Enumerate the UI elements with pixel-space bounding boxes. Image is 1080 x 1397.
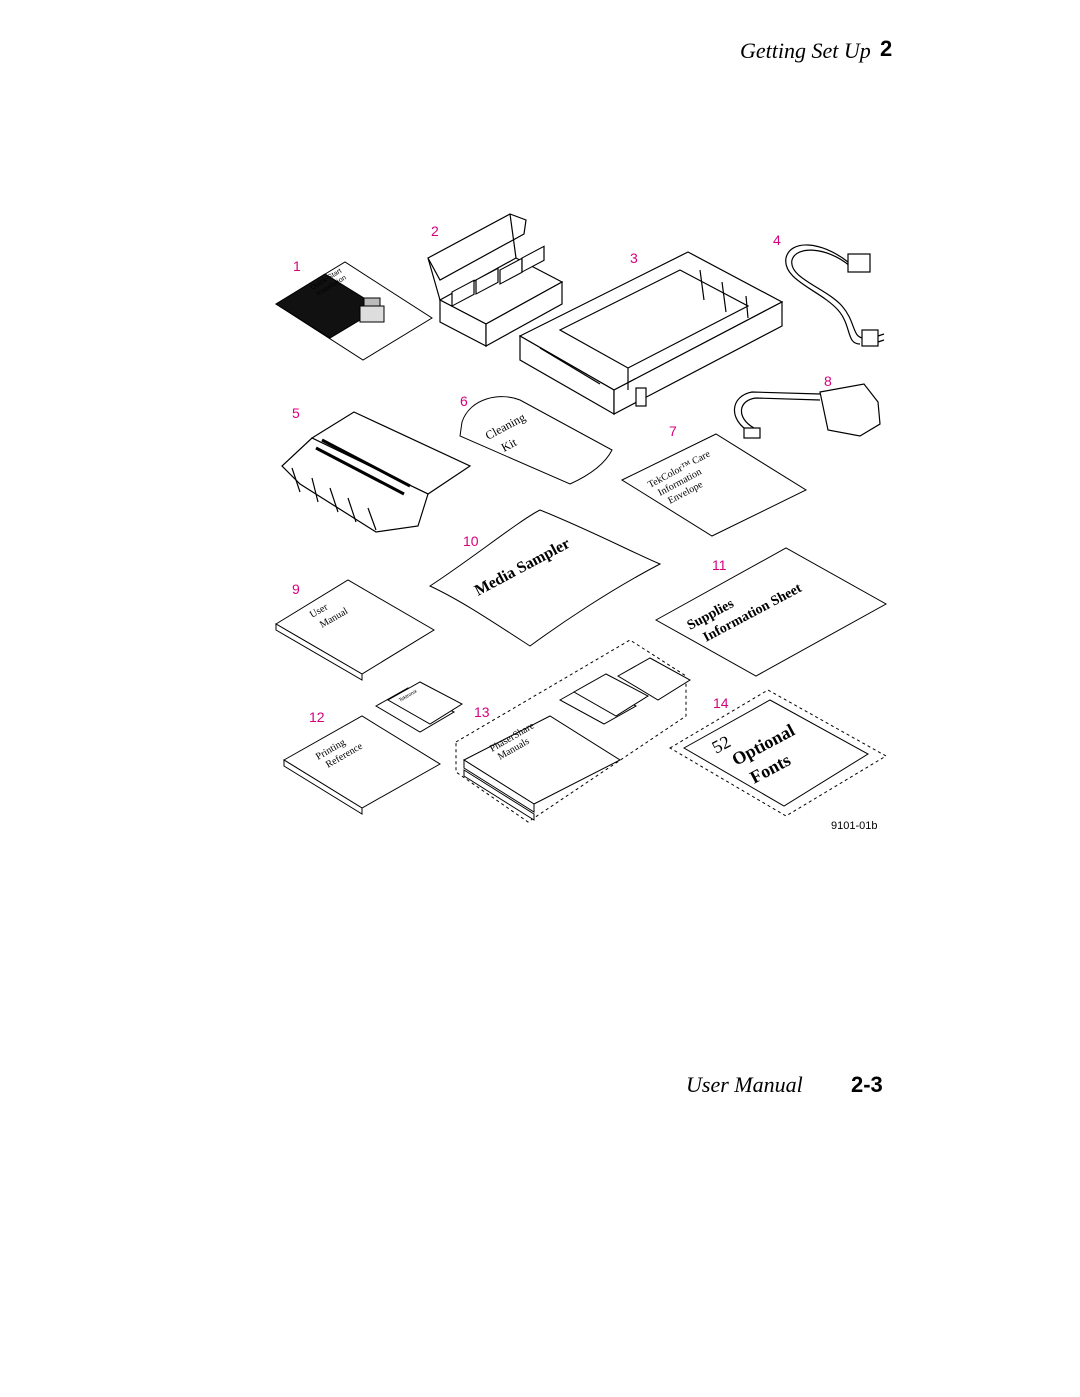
callout-numbers: 1 2 3 4 5 6 7 8 9 10 11 12 13 14 xyxy=(292,223,832,725)
callout-3: 3 xyxy=(630,250,638,266)
callout-14: 14 xyxy=(713,695,729,711)
media-sampler: Media Sampler xyxy=(428,509,662,647)
disks-12: Tektronix xyxy=(374,681,464,733)
power-cord xyxy=(785,244,885,347)
care-envelope: TekColor™ Care Information Envelope xyxy=(620,433,808,537)
footer-page-number: 2-3 xyxy=(851,1072,883,1097)
cleaning-kit: Cleaning Kit xyxy=(459,396,613,485)
waste-tray xyxy=(281,411,472,533)
callout-13: 13 xyxy=(474,704,490,720)
svg-text:Kit: Kit xyxy=(499,435,520,455)
callout-6: 6 xyxy=(460,393,468,409)
parallel-cable xyxy=(733,383,881,439)
callout-5: 5 xyxy=(292,405,300,421)
footer-manual-title: User Manual xyxy=(686,1072,803,1097)
callout-10: 10 xyxy=(463,533,479,549)
callout-1: 1 xyxy=(293,258,301,274)
callout-4: 4 xyxy=(773,232,781,248)
phasershare-group: PhaserShare Manuals xyxy=(455,639,691,823)
callout-9: 9 xyxy=(292,581,300,597)
optional-fonts-group: 52 Optional Fonts xyxy=(669,689,887,817)
paper-tray xyxy=(518,251,784,416)
header-section-title: Getting Set Up xyxy=(740,38,871,63)
callout-12: 12 xyxy=(309,709,325,725)
figure-code: 9101-01b xyxy=(831,820,878,832)
supplies-sheet: Supplies Information Sheet xyxy=(654,547,888,677)
callout-7: 7 xyxy=(669,423,677,439)
ink-box xyxy=(427,213,564,348)
user-manual-book: User Manual xyxy=(275,579,435,681)
callout-2: 2 xyxy=(431,223,439,239)
contents-figure: 1 2 3 4 5 6 7 8 9 10 11 12 13 14 Quick-S… xyxy=(275,213,888,823)
header-chapter-number: 2 xyxy=(880,36,893,61)
callout-8: 8 xyxy=(824,373,832,389)
printing-reference-book: Printing Reference xyxy=(283,715,441,815)
callout-11: 11 xyxy=(712,557,727,573)
quick-start-booklet: Quick-Start Installation xyxy=(275,261,433,361)
